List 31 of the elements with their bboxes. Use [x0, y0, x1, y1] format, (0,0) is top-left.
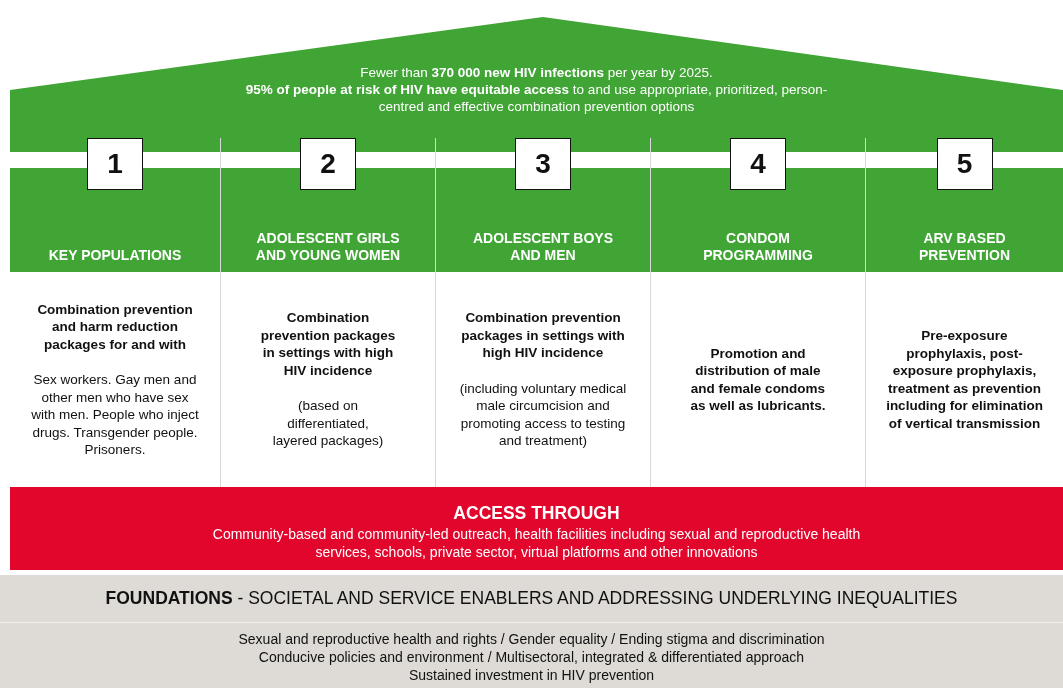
pillar-number: 5 [936, 138, 993, 190]
pillar-description: Combination prevention packages in settings with high HIV incidence [460, 309, 626, 362]
band-heading: ACCESS THROUGH [452, 503, 621, 523]
band-text: Community-based and community-led outreach, health facilities including sexual and reproductive health services, schools, private sector, virtual platforms and other innovations [211, 525, 862, 561]
pillar-title: ADOLESCENT BOYS AND MEN [472, 230, 614, 264]
pillar-title: ADOLESCENT GIRLS AND YOUNG WOMEN [254, 230, 402, 264]
foundation-band [0, 575, 1063, 688]
band-heading: FOUNDATIONS - SOCIETAL AND SERVICE ENABLERS AND ADDRESSING UNDERLYING INEQUALITIES [0, 575, 1063, 623]
pillar-description: Combination prevention packages in settings with high HIV incidence [259, 309, 397, 380]
pillar-description: Pre-exposure prophylaxis, post-exposure prophylaxis, treatment as prevention including for elimination of vertical transmission [885, 327, 1044, 432]
pillar-note: (including voluntary medical male circumcision and promoting access to testing and treatment) [458, 379, 628, 450]
pillar-description: Promotion and distribution of male and female condoms as well as lubricants. [689, 344, 827, 415]
band-text: Sexual and reproductive health and rights / Gender equality / Ending stigma and discrimination [237, 631, 826, 648]
pillar-number: 4 [730, 138, 786, 190]
band-text: Conducive policies and environment / Multisectoral, integrated & differentiated approach [257, 649, 806, 666]
pillar-title: ARV BASED PREVENTION [918, 230, 1011, 264]
pillar-title: CONDOM PROGRAMMING [702, 230, 814, 264]
pillar-column [651, 138, 866, 487]
pillar-column [221, 138, 436, 487]
pillar-number: 1 [87, 138, 143, 190]
pillar-column [436, 138, 651, 487]
pillar-note: (based on differentiated, layered packages) [271, 397, 385, 450]
band-text: Sustained investment in HIV prevention [407, 667, 656, 684]
access-band [10, 487, 1063, 570]
pillar-number: 2 [300, 138, 356, 190]
pillar-note: Sex workers. Gay men and other men who have sex with men. People who inject drugs. Transgender people. Prisoners. [30, 371, 200, 459]
goal-text: Fewer than 370 000 new HIV infections per year by 2025. [359, 64, 714, 81]
goal-text: 95% of people at risk of HIV have equitable access to and use appropriate, prioritized, person-centred and effective combination prevention options [244, 81, 829, 115]
pillar-title: KEY POPULATIONS [48, 247, 182, 264]
pillar-number: 3 [515, 138, 571, 190]
pillar-description: Combination prevention and harm reduction packages for and with [36, 300, 194, 353]
